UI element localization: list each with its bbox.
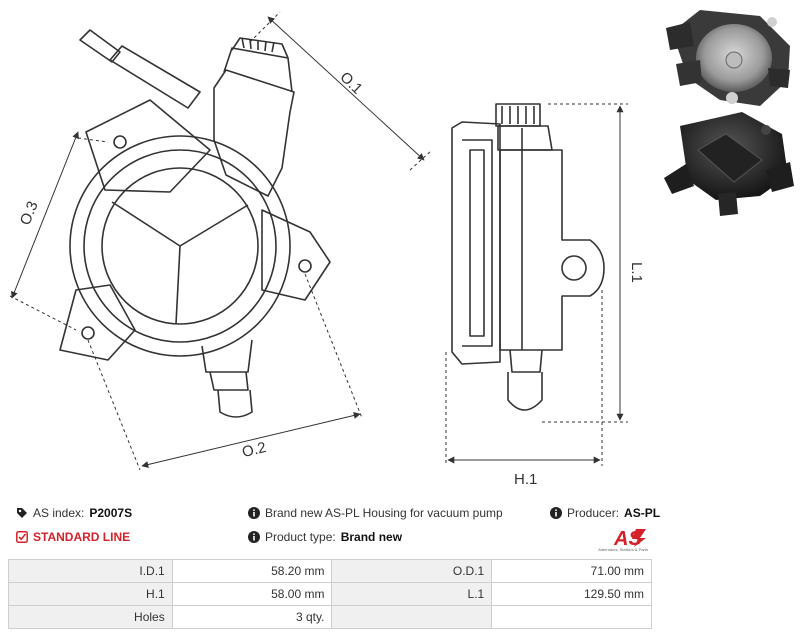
technical-drawing: O.1 O.3 O.2 L.1 H.1 bbox=[9, 10, 794, 488]
table-row: H.1 58.00 mm L.1 129.50 mm bbox=[8, 582, 652, 606]
spec-value: 129.50 mm bbox=[491, 582, 652, 606]
producer: Producer: AS-PL bbox=[550, 506, 660, 520]
dim-label-od2: O.2 bbox=[240, 439, 267, 461]
spec-label: I.D.1 bbox=[8, 559, 173, 583]
product-photo-top bbox=[666, 10, 790, 106]
as-index-label: AS index: bbox=[33, 506, 85, 520]
product-type-value: Brand new bbox=[340, 530, 403, 544]
table-row: Holes 3 qty. bbox=[8, 605, 652, 629]
info-icon bbox=[248, 507, 260, 519]
spec-value: 3 qty. bbox=[171, 605, 333, 629]
spec-label: L.1 bbox=[331, 582, 493, 606]
spec-value: 58.00 mm bbox=[171, 582, 333, 606]
producer-label: Producer: bbox=[567, 506, 620, 520]
product-type: Product type: Brand new bbox=[248, 530, 402, 544]
product-photo-bottom bbox=[664, 112, 794, 216]
spec-label bbox=[331, 605, 493, 629]
side-view bbox=[451, 103, 605, 411]
spec-value: 71.00 mm bbox=[491, 559, 652, 583]
table-row: I.D.1 58.20 mm O.D.1 71.00 mm bbox=[8, 559, 652, 583]
standard-line: STANDARD LINE bbox=[16, 530, 130, 544]
as-index: AS index: P2007S bbox=[16, 506, 132, 520]
as-logo-tagline: Alternators, Starters & Parts bbox=[598, 547, 648, 552]
spec-value bbox=[491, 605, 652, 629]
as-logo: AS Alternators, Starters & Parts bbox=[584, 526, 648, 554]
front-dimensions bbox=[9, 11, 433, 471]
spec-table: I.D.1 58.20 mm O.D.1 71.00 mm H.1 58.00 … bbox=[8, 559, 652, 629]
spec-label: O.D.1 bbox=[331, 559, 493, 583]
side-dimensions bbox=[445, 103, 628, 466]
front-view bbox=[59, 29, 331, 418]
as-logo-mark: AS bbox=[613, 528, 646, 550]
dim-label-od1: O.1 bbox=[336, 69, 365, 98]
description-text: Brand new AS-PL Housing for vacuum pump bbox=[265, 506, 503, 520]
product-type-label: Product type: bbox=[265, 530, 336, 544]
dim-label-od3: O.3 bbox=[17, 199, 42, 228]
as-index-value: P2007S bbox=[89, 506, 133, 520]
description: Brand new AS-PL Housing for vacuum pump bbox=[248, 506, 503, 520]
standard-line-text: STANDARD LINE bbox=[33, 530, 131, 544]
dim-label-l1: L.1 bbox=[628, 262, 645, 283]
producer-value: AS-PL bbox=[624, 506, 661, 520]
dim-label-h1: H.1 bbox=[514, 471, 537, 488]
info-icon bbox=[248, 531, 260, 543]
info-icon bbox=[550, 507, 562, 519]
spec-label: H.1 bbox=[8, 582, 173, 606]
check-square-icon bbox=[16, 531, 28, 543]
spec-label: Holes bbox=[8, 605, 173, 629]
spec-value: 58.20 mm bbox=[171, 559, 333, 583]
tag-icon bbox=[17, 508, 27, 518]
